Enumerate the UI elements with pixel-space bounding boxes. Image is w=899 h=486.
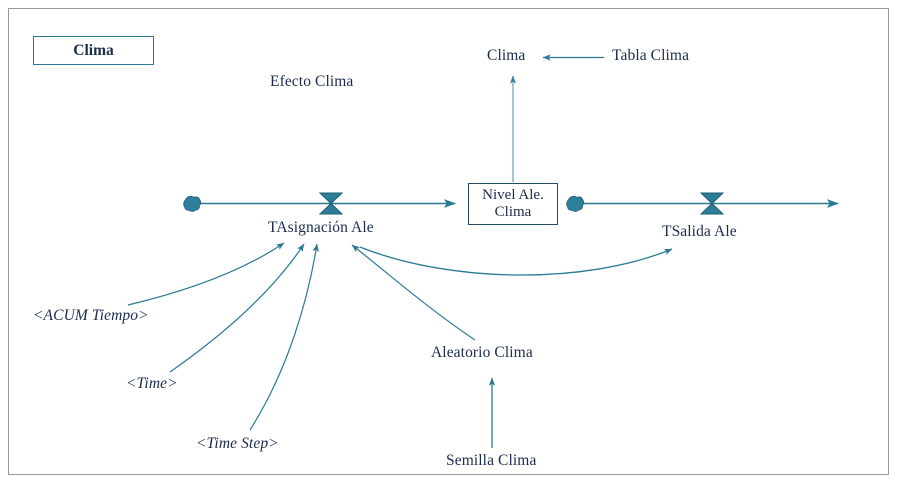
flow-label-tsalida-ale[interactable]: TSalida Ale [662,223,737,240]
variable-time[interactable]: <Time> [126,375,178,392]
variable-semilla-clima[interactable]: Semilla Clima [446,452,537,469]
variable-efecto-clima[interactable]: Efecto Clima [270,73,354,90]
variable-clima[interactable]: Clima [487,47,526,64]
variable-aleatorio-clima[interactable]: Aleatorio Clima [431,344,533,361]
variable-acum-tiempo[interactable]: <ACUM Tiempo> [33,307,149,324]
stock-label-line-1: Nivel Ale. [482,187,544,203]
diagram-title-label: Clima [73,41,114,59]
diagram-frame-border [8,8,889,475]
flow-label-tasignacion-ale[interactable]: TAsignación Ale [268,219,374,236]
diagram-title-box[interactable]: Clima [33,36,154,65]
stock-label-line-2: Clima [494,204,532,220]
variable-tabla-clima[interactable]: Tabla Clima [612,47,690,64]
stock-nivel-ale-clima[interactable]: Nivel Ale. Clima [468,183,558,225]
variable-time-step[interactable]: <Time Step> [196,435,279,452]
